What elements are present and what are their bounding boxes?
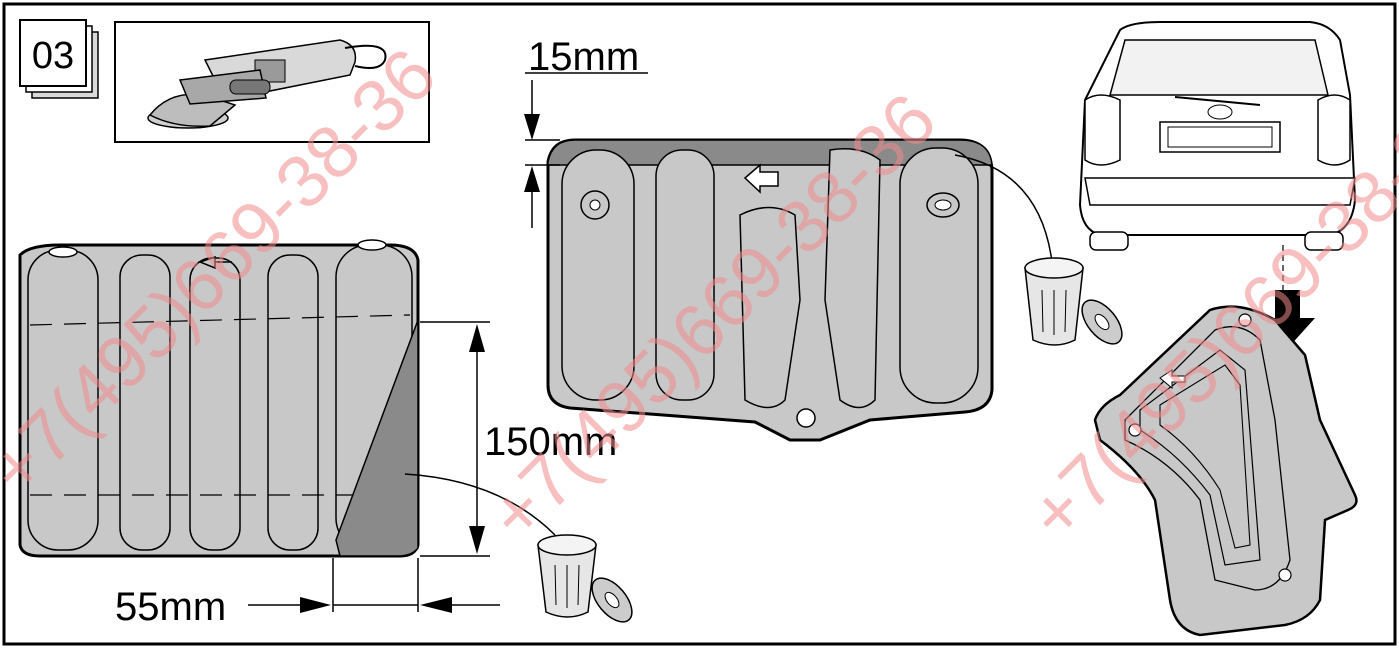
width-label: 55mm: [115, 585, 226, 629]
left-trash-bin-icon: [404, 473, 633, 623]
height-dimension: 150mm: [420, 321, 617, 557]
top-offset-label: 15mm: [528, 35, 639, 79]
width-dimension: 55mm: [115, 558, 500, 629]
left-underbody-panel: [18, 239, 420, 558]
installed-underbody-panel: [1093, 305, 1358, 637]
step-badge: 03: [19, 19, 99, 99]
middle-trash-bin-icon: [954, 154, 1123, 346]
angle-grinder-icon: [114, 21, 430, 143]
top-offset-dimension: 15mm: [524, 35, 648, 228]
step-number: 03: [32, 35, 74, 77]
height-label: 150mm: [484, 420, 617, 464]
car-rear-view: [1078, 21, 1357, 295]
install-arrow-icon: [1262, 290, 1315, 348]
middle-underbody-panel: [546, 138, 994, 442]
